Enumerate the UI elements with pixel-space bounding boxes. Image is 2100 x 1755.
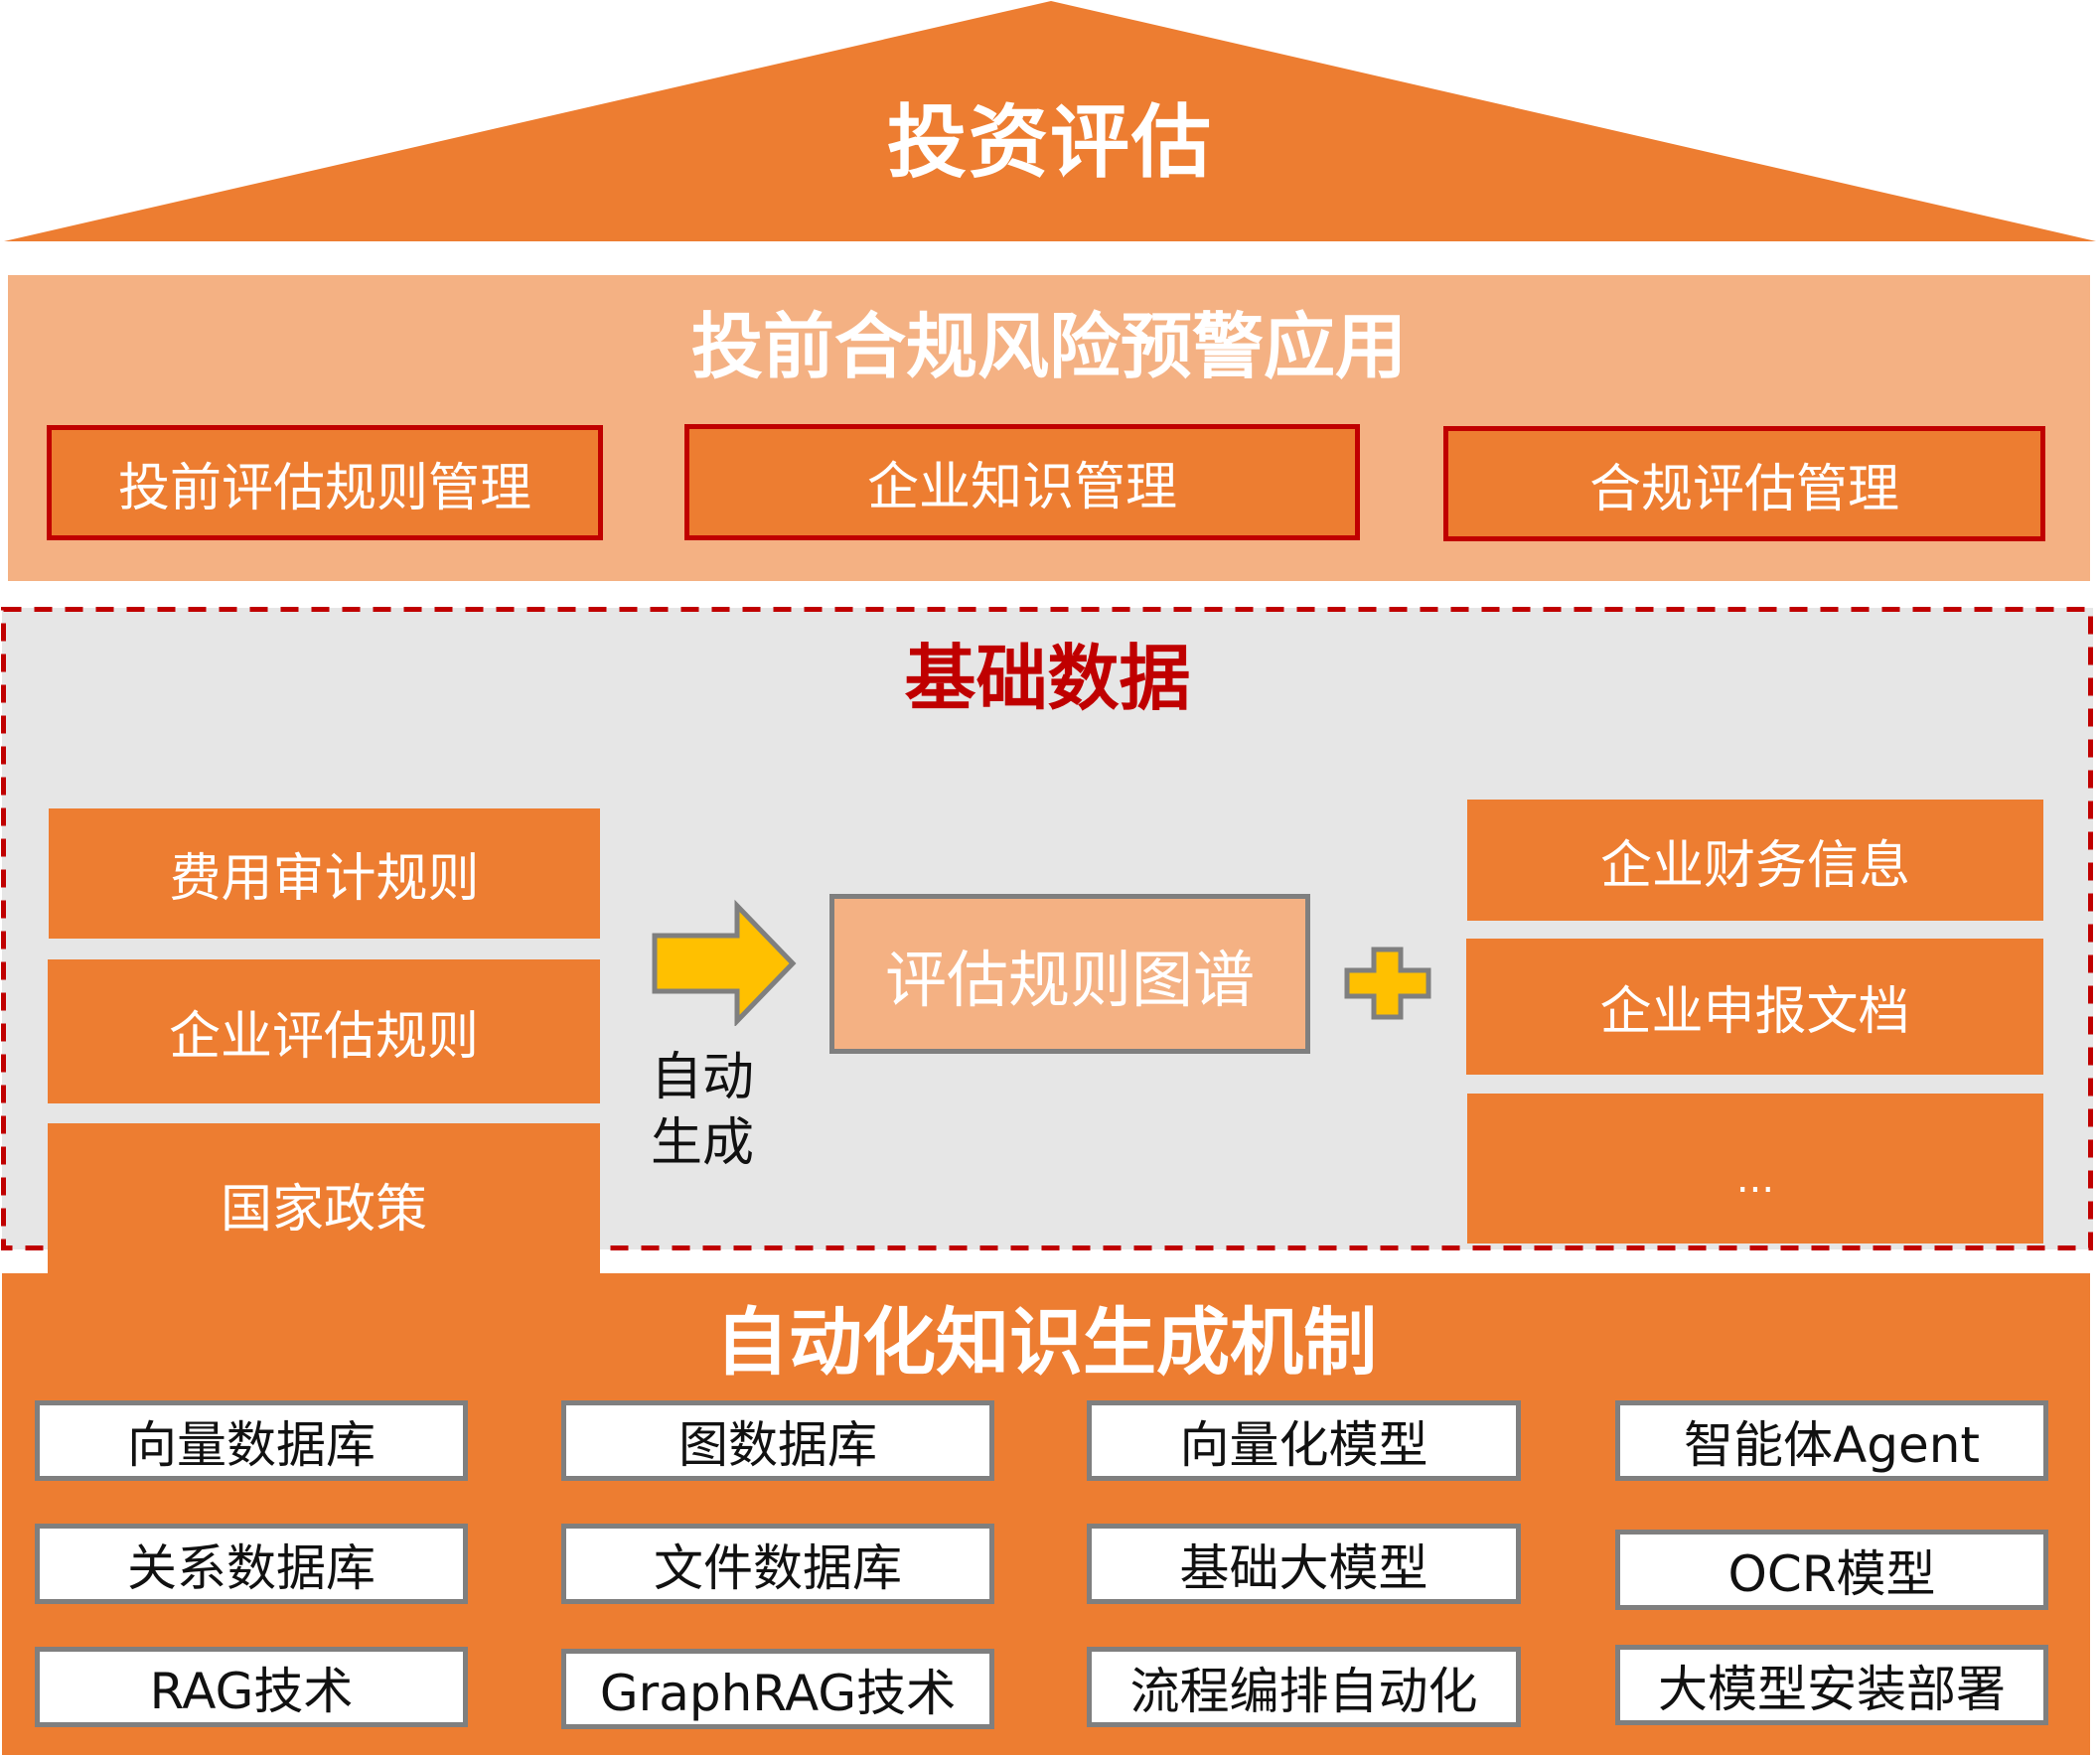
component-relational-database[interactable]: 关系数据库	[35, 1524, 468, 1604]
plus-icon	[1344, 947, 1431, 1020]
auto-generate-label: 自动 生成	[651, 1045, 770, 1176]
component-foundation-model[interactable]: 基础大模型	[1087, 1524, 1521, 1604]
auto-generate-label-line1: 自动	[651, 1048, 755, 1107]
component-graph-database[interactable]: 图数据库	[561, 1400, 994, 1481]
rule-source-enterprise-assessment[interactable]: 企业评估规则	[48, 959, 600, 1103]
enterprise-data-more[interactable]: ...	[1467, 1094, 2043, 1243]
component-file-database[interactable]: 文件数据库	[561, 1524, 994, 1604]
module-compliance-assessment[interactable]: 合规评估管理	[1443, 426, 2045, 541]
enterprise-financial-info[interactable]: 企业财务信息	[1467, 800, 2043, 921]
component-workflow-orchestration[interactable]: 流程编排自动化	[1087, 1647, 1521, 1727]
rule-source-national-policy[interactable]: 国家政策	[48, 1123, 600, 1284]
component-agent[interactable]: 智能体Agent	[1615, 1400, 2048, 1481]
mechanism-layer-title: 自动化知识生成机制	[715, 1299, 1377, 1386]
component-graphrag[interactable]: GraphRAG技术	[561, 1649, 994, 1729]
base-data-dashed-border	[1, 607, 2093, 1250]
component-vector-database[interactable]: 向量数据库	[35, 1400, 468, 1481]
base-data-title: 基础数据	[904, 636, 1191, 720]
component-ocr-model[interactable]: OCR模型	[1615, 1530, 2048, 1610]
rule-source-expense-audit[interactable]: 费用审计规则	[49, 808, 600, 939]
application-layer-title: 投前合规风险预警应用	[690, 304, 1407, 388]
enterprise-declaration-docs[interactable]: 企业申报文档	[1466, 939, 2043, 1075]
roof-title: 投资评估	[887, 96, 1213, 189]
component-vectorization-model[interactable]: 向量化模型	[1087, 1400, 1521, 1481]
component-model-deployment[interactable]: 大模型安装部署	[1615, 1645, 2048, 1725]
component-rag[interactable]: RAG技术	[35, 1647, 468, 1727]
module-pre-investment-rules[interactable]: 投前评估规则管理	[47, 425, 603, 540]
right-arrow-icon	[652, 899, 797, 1026]
module-enterprise-knowledge[interactable]: 企业知识管理	[684, 424, 1360, 540]
assessment-rule-graph[interactable]: 评估规则图谱	[829, 894, 1310, 1054]
roof-triangle	[4, 1, 2096, 241]
auto-generate-label-line2: 生成	[651, 1113, 755, 1173]
